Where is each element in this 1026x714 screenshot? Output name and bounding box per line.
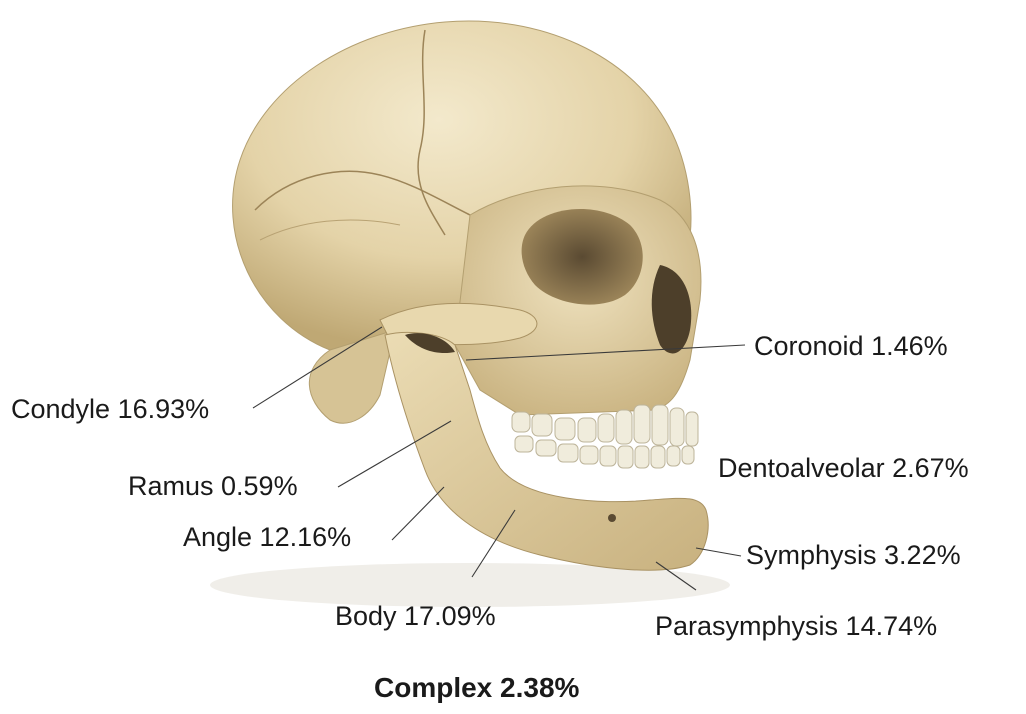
label-coronoid: Coronoid 1.46% [754, 333, 948, 360]
leader-angle [392, 487, 444, 540]
label-complex: Complex 2.38% [374, 674, 579, 702]
leader-symphysis [696, 548, 741, 556]
label-angle: Angle 12.16% [183, 524, 351, 551]
label-parasymphysis: Parasymphysis 14.74% [655, 613, 937, 640]
label-symphysis: Symphysis 3.22% [746, 542, 961, 569]
label-body: Body 17.09% [335, 603, 496, 630]
label-condyle: Condyle 16.93% [11, 396, 209, 423]
label-dentoalveolar: Dentoalveolar 2.67% [718, 455, 969, 482]
teeth [512, 405, 698, 468]
label-ramus: Ramus 0.59% [128, 473, 298, 500]
mental-foramen [608, 514, 616, 522]
